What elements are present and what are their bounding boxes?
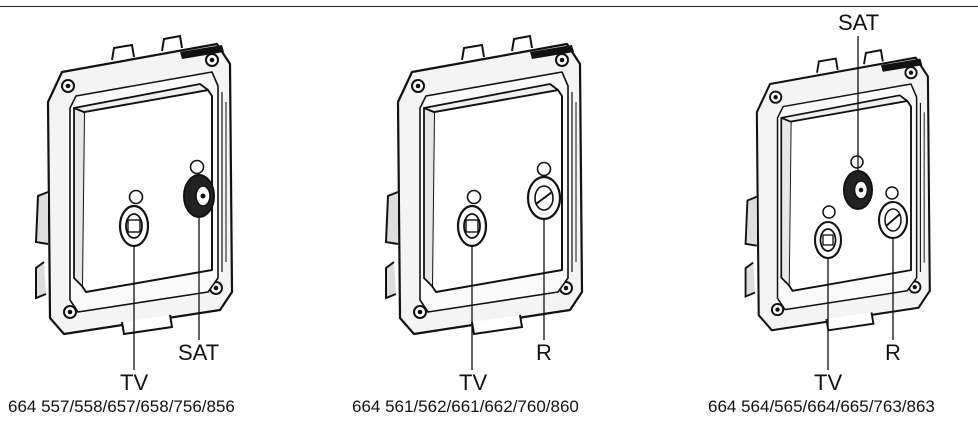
module-1-sat-label: SAT — [178, 340, 220, 365]
module-3-product-code: 664 564/565/664/665/763/863 — [708, 397, 935, 416]
module-3-r-socket — [877, 186, 909, 240]
module-3-sat-label: SAT — [838, 10, 880, 35]
module-2-r-label: R — [536, 340, 552, 365]
module-2-product-code: 664 561/562/661/662/760/860 — [352, 397, 579, 416]
module-1-sat-socket — [183, 159, 215, 218]
module-3-frame — [744, 49, 931, 332]
module-2-r-socket — [526, 161, 562, 221]
module-3-tv-socket — [813, 205, 843, 260]
module-3-tv-label: TV — [814, 370, 843, 395]
top-rule — [0, 6, 978, 7]
module-1-product-code: 664 557/558/657/658/756/856 — [8, 397, 235, 416]
module-1-tv-label: TV — [120, 370, 149, 395]
module-2-tv-socket — [456, 189, 488, 248]
module-1-tv-socket — [118, 189, 150, 248]
module-3-r-label: R — [885, 340, 901, 365]
module-2-tv-label: TV — [459, 370, 488, 395]
module-3-sat-socket — [843, 155, 873, 210]
